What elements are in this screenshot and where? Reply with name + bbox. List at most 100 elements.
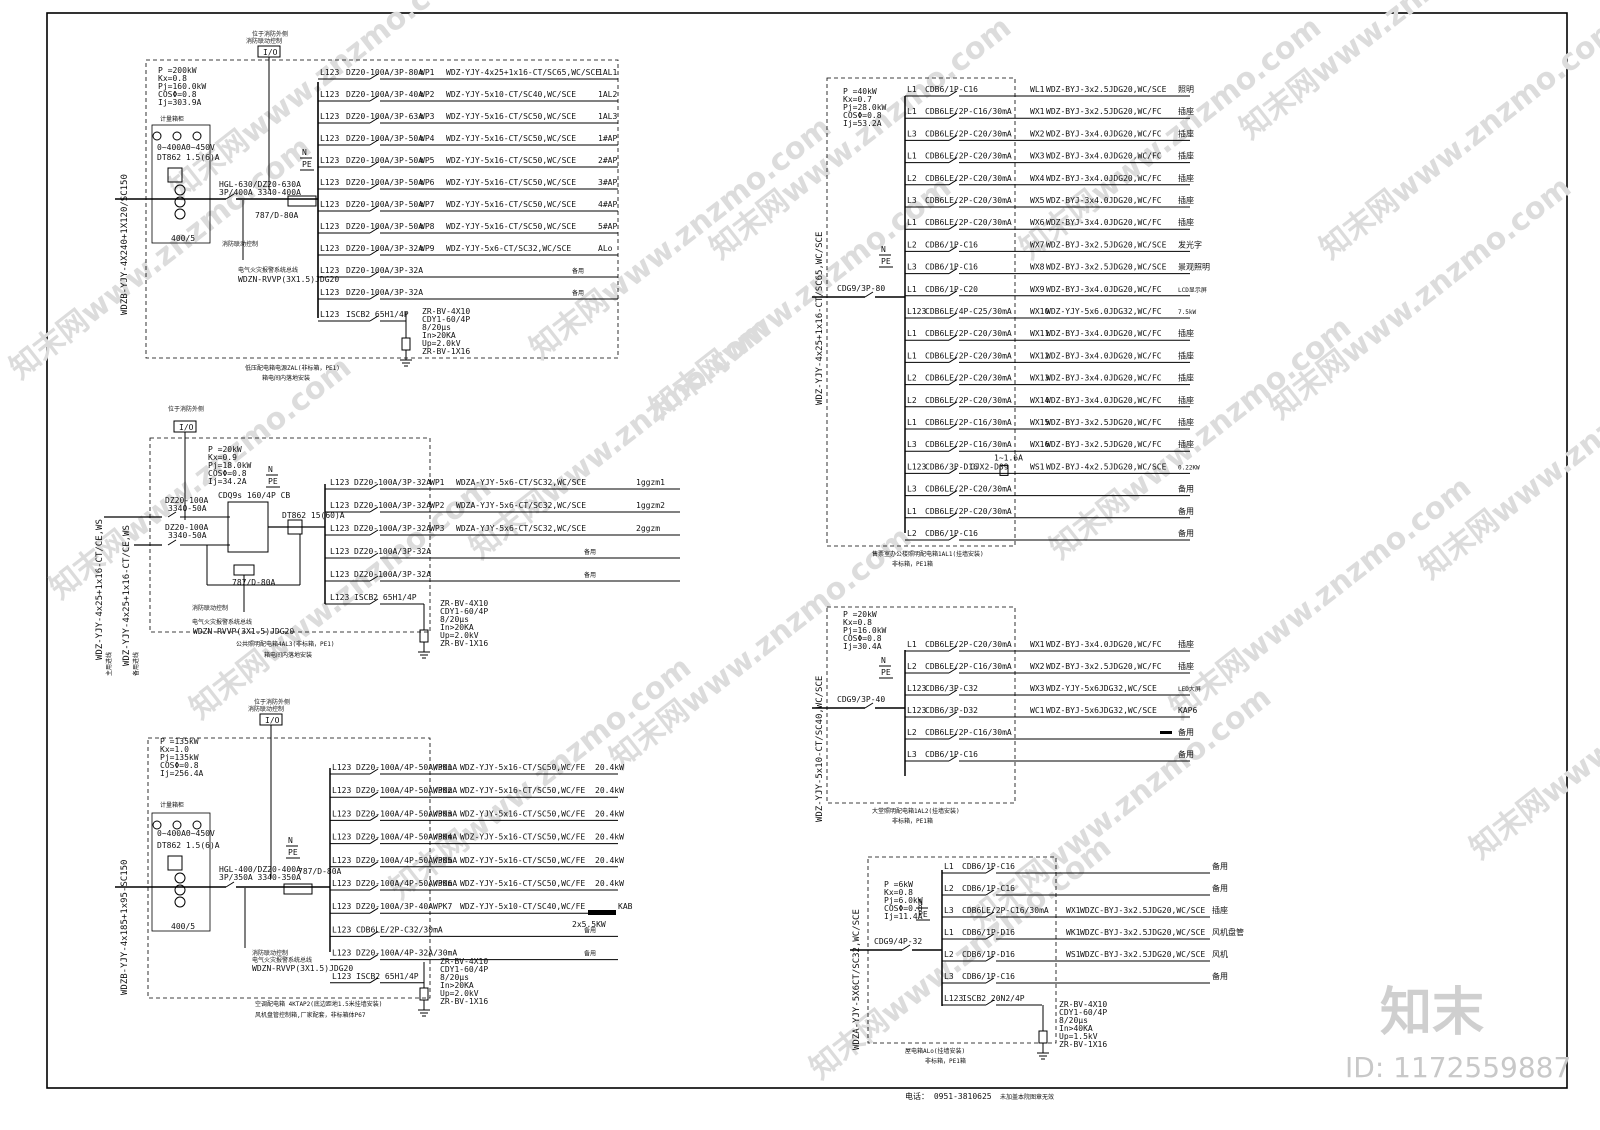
panel-install-note: 箱电间内落地安装	[264, 651, 312, 659]
breaker-symbol	[948, 223, 958, 230]
circuit-phase: L1	[907, 285, 917, 294]
circuit-phase: L123	[320, 266, 339, 275]
spd-label: 8/20μs	[440, 615, 469, 624]
spd-label: 8/20μs	[440, 973, 469, 982]
main-breaker-label: DZ20-100A	[165, 523, 209, 532]
meter-title: 计量箱柜	[160, 115, 184, 123]
circuit-cable: WDZA-YJY-5x6-CT/SC32,WC/SCE	[456, 501, 586, 510]
circuit-phase: L1	[907, 418, 917, 427]
circuit-load: 2ggzm	[636, 524, 660, 533]
neutral-label: N	[288, 836, 293, 845]
panel-param: Pj=135kW	[160, 753, 199, 762]
panel-param: Kx=0.7	[843, 95, 872, 104]
circuit-breaker: ISCB2 65H1/4P	[356, 972, 419, 981]
breaker-symbol	[369, 183, 379, 190]
fire-ctrl-label: 消防联动控制	[246, 37, 282, 45]
ats-switch-icon	[227, 501, 269, 553]
circuit-phase: L123	[320, 156, 339, 165]
breaker-symbol	[369, 907, 379, 914]
circuit-id: WP2	[430, 501, 445, 510]
breaker-symbol	[948, 711, 958, 718]
spd-label: CDY1-60/4P	[440, 607, 488, 616]
main-breaker-label: DZ20-100A	[165, 496, 209, 505]
circuit-id: WX1	[1030, 640, 1045, 649]
panel-name: 空调配电箱 4KTAP2(底边距地1.5米挂墙安装)	[255, 1000, 382, 1008]
ats-label: CDQ9s 160/4P CB	[218, 491, 290, 500]
circuit-breaker: CDB6LE/2P-C20/30mA	[925, 396, 1012, 405]
main-breaker-label: 3340-50A	[168, 504, 207, 513]
panel-4al3: P =20kWKx=0.9Pj=18.0kWCOSΦ=0.8Ij=34.2A位于…	[95, 405, 680, 676]
panel-alo: P =6kWKx=0.8Pj=6.0kWCOSΦ=0.8Ij=11.4AWDZA…	[850, 856, 1244, 1065]
breaker-symbol	[369, 814, 379, 821]
breaker-symbol	[948, 268, 958, 275]
watermark-text: 知末网www.znzmo.com	[163, 0, 478, 206]
circuit-phase: L123	[330, 570, 349, 579]
relay-label: 1~1.6A	[994, 453, 1023, 462]
circuit-id: WX5	[1030, 196, 1045, 205]
breaker-symbol	[948, 512, 958, 519]
spd-label: ZR-BV-1X16	[1059, 1040, 1107, 1049]
spd-label: Up=2.0kV	[440, 631, 479, 640]
circuit-cable: WDZ-YJY-5x16-CT/SC50,WC/SCE	[446, 200, 576, 209]
pe-label: PE	[288, 848, 298, 857]
circuit-id: WPK1	[433, 763, 452, 772]
circuit-id: WX3	[1030, 684, 1045, 693]
breaker-symbol	[369, 205, 379, 212]
circuit-load: 1ggzm2	[636, 501, 665, 510]
circuit-breaker: CDB6LE/2P-C16/30mA	[925, 662, 1012, 671]
breaker-symbol	[369, 861, 379, 868]
breaker-symbol	[948, 90, 958, 97]
pe-label: PE	[918, 910, 928, 919]
fire-ctrl-label: 消防联动控制	[248, 705, 284, 713]
breaker-symbol	[369, 575, 379, 582]
circuit-phase: L1	[907, 329, 917, 338]
circuit-id: WX8	[1030, 263, 1045, 272]
breaker-symbol	[369, 161, 379, 168]
panel-param: COSΦ=0.8	[843, 634, 882, 643]
watermark-layer: 知末网www.znzmo.com知末网www.znzmo.com知末网www.z…	[3, 0, 1600, 1086]
circuit-phase: L123	[332, 949, 351, 958]
circuit-phase: L2	[907, 396, 917, 405]
breaker-symbol	[985, 889, 995, 896]
spd-label: In>20KA	[422, 331, 456, 340]
circuit-phase: L123	[907, 706, 926, 715]
circuit-breaker: CDB6/1P-C16	[925, 240, 978, 249]
breaker-symbol	[948, 245, 958, 252]
circuit-id: WPK2	[433, 786, 452, 795]
circuit-id: WX15	[1030, 418, 1049, 427]
circuit-load: 3#AP	[598, 178, 617, 187]
breaker-symbol	[985, 933, 995, 940]
circuit-phase: L123	[332, 833, 351, 842]
circuit-breaker: DZ20-100A/3P-32A	[354, 478, 431, 487]
circuit-breaker: CDB6LE/2P-C20/30mA	[925, 218, 1012, 227]
circuit-load: 插座	[1178, 328, 1194, 338]
circuit-load: KAB	[618, 902, 633, 911]
circuit-cable: WDZ-YJY-5x16-CT/SC50,WC/FE	[460, 763, 585, 772]
circuit-load: 备用	[1212, 861, 1228, 871]
circuit-breaker: DZ20-100A/3P-32A	[354, 547, 431, 556]
breaker-symbol	[369, 930, 379, 937]
ct-coil-icon	[174, 896, 186, 908]
circuit-load: 插座	[1178, 439, 1194, 449]
breaker-symbol	[948, 157, 958, 164]
panel-install-note: 非标箱，PE1箱	[925, 1057, 966, 1065]
circuit-load: 备用	[584, 571, 596, 579]
circuit-load: 插座	[1178, 661, 1194, 671]
alarm-bus-cable: WDZN-RVVP(3X1.5)JDG20	[252, 964, 353, 973]
circuit-id: WX7	[1030, 240, 1045, 249]
breaker-symbol	[985, 977, 995, 984]
breaker-symbol	[948, 534, 958, 541]
circuit-phase: L3	[907, 263, 917, 272]
circuit-phase: L123	[332, 809, 351, 818]
circuit-load: LED大屏	[1178, 685, 1201, 693]
breaker-symbol	[369, 529, 379, 536]
circuit-breaker: ISCB2 65H1/4P	[354, 593, 417, 602]
circuit-cable: WDZ-BYJ-3x4.0JDG20,WC/FC	[1046, 196, 1162, 205]
pe-label: PE	[268, 477, 278, 486]
circuit-phase: L2	[907, 374, 917, 383]
watermark-text: 知末网www.znzmo.com	[1413, 330, 1600, 587]
circuit-id: WX1	[1066, 906, 1081, 915]
spd-icon	[401, 337, 411, 351]
incoming-cable-label: WDZ-YJY-4x25+1x16-CT/SC65,WC/SCE	[815, 232, 825, 405]
